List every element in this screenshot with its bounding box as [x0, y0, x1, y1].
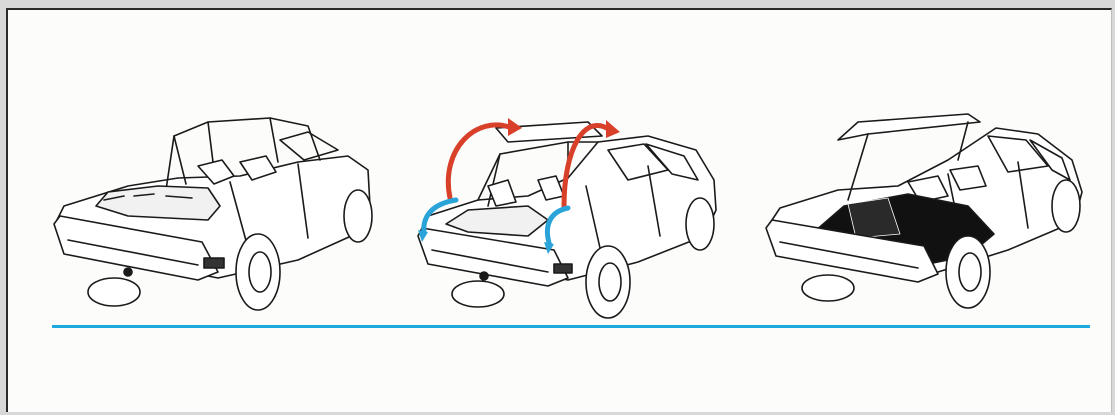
blue-divider-line [52, 325, 1090, 328]
illustration-sheet [6, 8, 1112, 412]
cars-illustration [8, 10, 1114, 414]
car-cargo-floor [766, 114, 1082, 308]
car-hatch-open [418, 122, 716, 318]
car-roof-open [54, 118, 372, 310]
